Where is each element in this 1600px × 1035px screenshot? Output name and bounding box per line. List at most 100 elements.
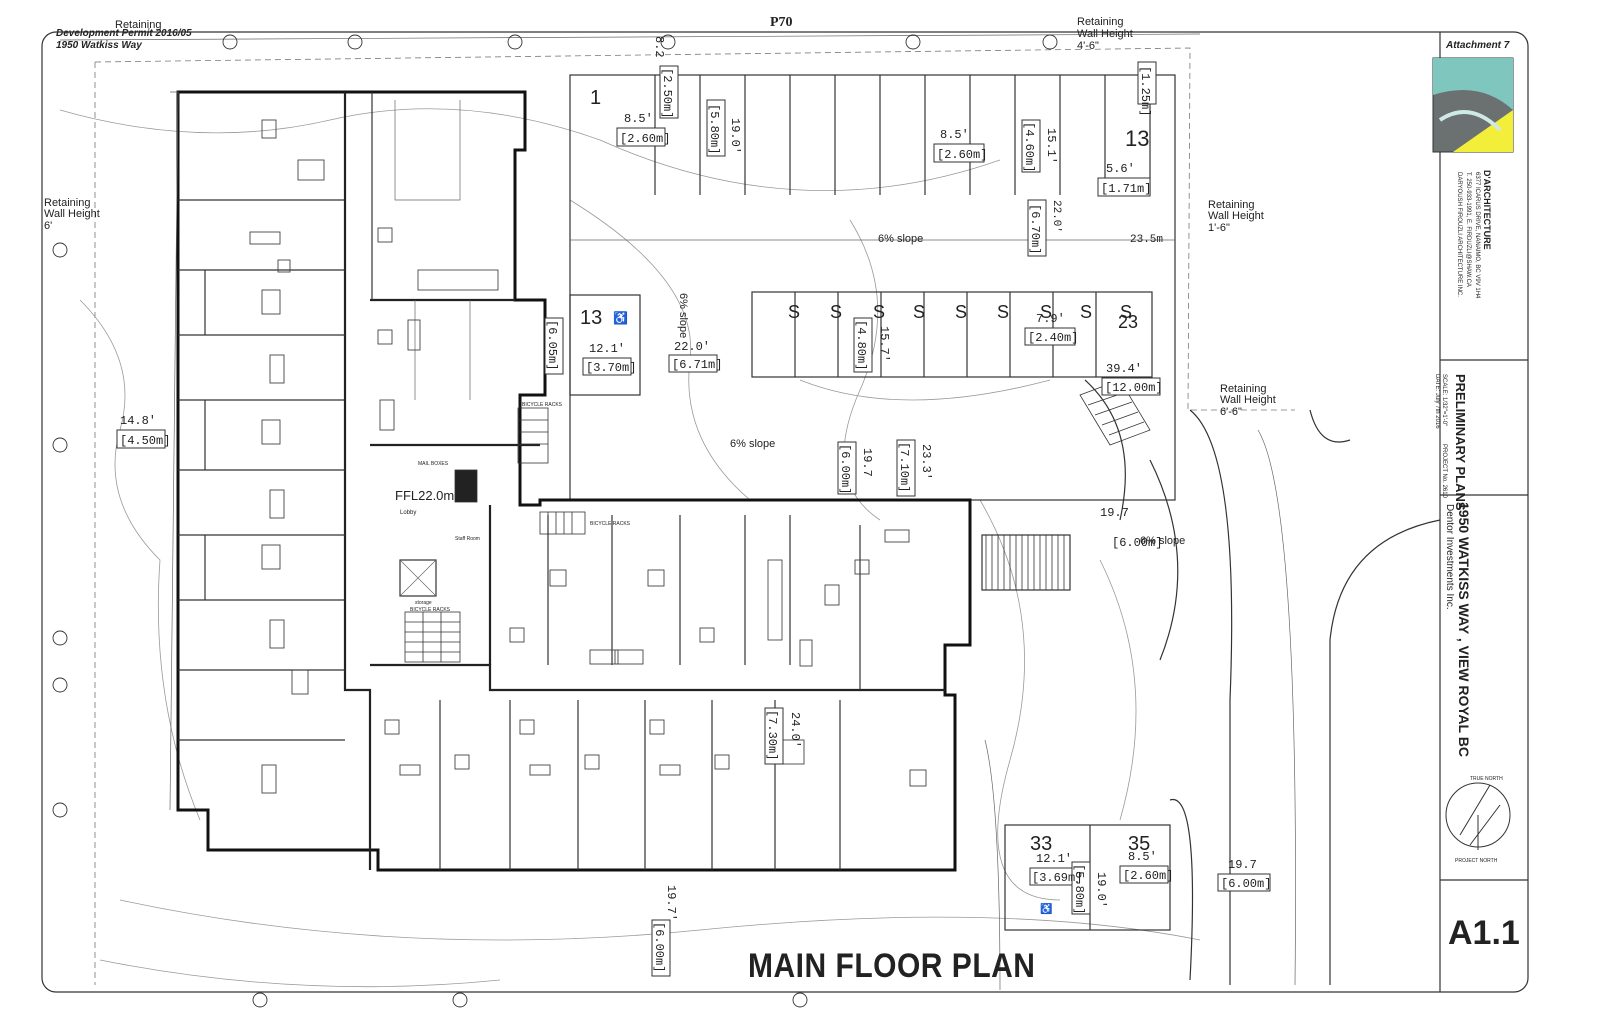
stall-23-number: 23 [1118, 312, 1138, 332]
building-outline [169, 90, 972, 872]
svg-text:[6.00m]: [6.00m] [1112, 536, 1162, 550]
svg-text:12.1': 12.1' [589, 342, 625, 356]
slope-label-drive: 6% slope [730, 438, 775, 450]
stall-35-number: 35 [1128, 833, 1150, 855]
svg-text:Wall Height: Wall Height [1220, 394, 1276, 406]
svg-text:15.7': 15.7' [877, 326, 891, 362]
svg-text:19.7: 19.7 [860, 448, 874, 477]
svg-text:15.1': 15.1' [1044, 128, 1058, 164]
svg-text:19.7: 19.7 [1228, 858, 1257, 872]
svg-text:39.4': 39.4' [1106, 362, 1142, 376]
svg-text:[3.69m]: [3.69m] [1032, 871, 1082, 885]
svg-text:[2.60m]: [2.60m] [620, 132, 670, 146]
staff-room-label: Staff Room [455, 536, 480, 542]
firm-address: 6377 ICARUS DRIVE, NANAIMO, BC V9V 1H4 [1474, 172, 1480, 299]
stairs [417, 269, 1151, 641]
storage-bicycle-racks-label: BICYCLE RACKS [410, 607, 451, 613]
property-line-label: P70 [770, 15, 793, 30]
svg-text:Retaining: Retaining [44, 197, 90, 209]
svg-text:6'-6": 6'-6" [1220, 406, 1242, 418]
permit-header: Development Permit 2016/05 1950 Watkiss … [56, 28, 192, 52]
svg-text:19.7: 19.7 [1100, 506, 1129, 520]
lobby-label: Lobby [400, 510, 416, 516]
svg-text:8.5': 8.5' [1128, 850, 1157, 864]
svg-text:Wall Height: Wall Height [1077, 28, 1133, 40]
scale-label: SCALE: 1/32"=1'-0" [1441, 374, 1447, 427]
retaining-wall-label-lower-right: Retaining Wall Height 6'-6" [1220, 383, 1276, 418]
svg-text:PROJECT NORTH: PROJECT NORTH [1455, 858, 1498, 864]
svg-text:22.0': 22.0' [1050, 200, 1062, 233]
svg-text:S: S [955, 302, 967, 322]
svg-text:S: S [997, 302, 1009, 322]
svg-text:S: S [1120, 302, 1132, 322]
sheet-number: A1.1 [1448, 914, 1520, 952]
attachment-label: Attachment 7 [1446, 40, 1510, 51]
svg-text:19.0': 19.0' [1094, 872, 1108, 908]
svg-text:[2.60m]: [2.60m] [937, 148, 987, 162]
svg-text:[6.00m]: [6.00m] [1221, 877, 1271, 891]
courtyard-bicycle-racks-label: BICYCLE RACKS [590, 521, 631, 527]
access-road [984, 379, 1441, 991]
firm-principal: DARYOUSH FIROUZLI ARCHITECTURE INC. [1456, 172, 1462, 297]
svg-text:23.5m: 23.5m [1130, 234, 1163, 246]
svg-text:[2.40m]: [2.40m] [1028, 331, 1078, 345]
svg-text:[6.00m]: [6.00m] [652, 922, 666, 972]
svg-text:5.6': 5.6' [1106, 162, 1135, 176]
svg-text:6': 6' [44, 220, 52, 232]
firm-name: D'ARCHITECTURE [1482, 170, 1492, 250]
svg-text:[4.80m]: [4.80m] [854, 320, 868, 370]
svg-text:S: S [1080, 302, 1092, 322]
svg-text:[2.60m]: [2.60m] [1123, 869, 1173, 883]
svg-text:23.3': 23.3' [919, 444, 933, 480]
small-car-marks: S S S S S S S S S [788, 302, 1132, 322]
grid-bubbles [52, 34, 1058, 1008]
retaining-wall-label-top-right: Retaining Wall Height 4'-6" [1077, 16, 1133, 52]
elevator [399, 559, 437, 597]
svg-text:[6.70m]: [6.70m] [1028, 204, 1042, 254]
svg-text:[5.80m]: [5.80m] [1072, 864, 1086, 914]
svg-text:TRUE NORTH: TRUE NORTH [1470, 776, 1503, 782]
client-name: Dentor Investments Inc. [1444, 504, 1455, 610]
svg-text:[5.80m]: [5.80m] [707, 104, 721, 154]
svg-text:[6.05m]: [6.05m] [545, 320, 559, 370]
svg-text:[1.71m]: [1.71m] [1101, 182, 1151, 196]
lobby-level: FFL22.0m [395, 488, 454, 503]
svg-text:8.2: 8.2 [652, 36, 666, 58]
storage-label: storage [415, 600, 432, 606]
svg-text:8.5': 8.5' [940, 128, 969, 142]
slope-label-ramp: 6% slope [1140, 535, 1185, 547]
svg-text:4'-6": 4'-6" [1077, 40, 1099, 52]
drawing-main-title: MAIN FLOOR PLAN [748, 947, 1036, 985]
svg-text:[2.50m]: [2.50m] [660, 68, 674, 118]
unit-fixtures [249, 119, 927, 794]
svg-text:[12.00m]: [12.00m] [1105, 381, 1163, 395]
slope-label-upper: 6% slope [878, 233, 923, 245]
svg-text:14.8': 14.8' [120, 414, 156, 428]
svg-text:Retaining: Retaining [1077, 16, 1123, 28]
accessible-stall-14-icon: ♿ [613, 311, 628, 325]
svg-text:S: S [1040, 302, 1052, 322]
svg-text:24.0': 24.0' [788, 712, 802, 748]
drawing-title: PRELIMINARY PLANS [1453, 374, 1468, 511]
retaining-wall-label-left: Retaining Wall Height 6' [44, 197, 100, 232]
date-label: DATE: July 7th 2016 [1434, 374, 1440, 429]
svg-text:[4.50m]: [4.50m] [120, 434, 170, 448]
accessible-stall-33-icon: ♿ [1040, 902, 1052, 915]
svg-text:[1.25m]: [1.25m] [1138, 66, 1152, 116]
storage-bike-racks [404, 407, 586, 663]
sheet-border [41, 31, 1529, 993]
svg-text:12.1': 12.1' [1036, 852, 1072, 866]
slope-label-vertical: 6% slope [677, 293, 689, 338]
svg-text:19.0': 19.0' [728, 118, 742, 154]
svg-text:Wall Height: Wall Height [1208, 210, 1264, 222]
svg-text:S: S [913, 302, 925, 322]
svg-text:8.5': 8.5' [624, 112, 653, 126]
svg-text:[3.70m]: [3.70m] [586, 361, 636, 375]
svg-text:[6.71m]: [6.71m] [672, 358, 722, 372]
stall-1-number: 1 [590, 87, 601, 109]
retaining-wall-label-top-left: Retaining [115, 19, 161, 31]
firm-contact: T. 250-933-1991, E. FIRDUZLI@SHAW.CA [1465, 172, 1471, 287]
project-number: PROJECT No. 2610 [1441, 444, 1447, 498]
permit-number: Development Permit 2016/05 [56, 28, 192, 39]
svg-text:Retaining: Retaining [1220, 383, 1266, 395]
